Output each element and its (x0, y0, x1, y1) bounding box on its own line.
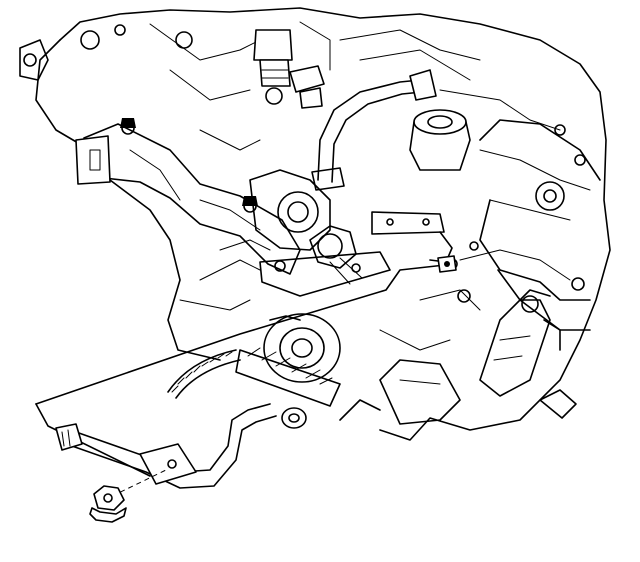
retaining-bolt (89, 485, 127, 523)
exhaust-manifold (75, 118, 301, 275)
lower-casting (339, 359, 577, 425)
heater-pipe (311, 69, 471, 191)
engine-block (19, 7, 611, 441)
mounting-bracket (35, 251, 455, 477)
pulley (167, 313, 341, 399)
mounting-stud (437, 255, 457, 273)
coolant-pipe (55, 403, 307, 501)
coolant-pipe-assembly (479, 289, 561, 397)
hose-fitting (175, 29, 325, 109)
coolant-outlet-housing (249, 169, 458, 270)
